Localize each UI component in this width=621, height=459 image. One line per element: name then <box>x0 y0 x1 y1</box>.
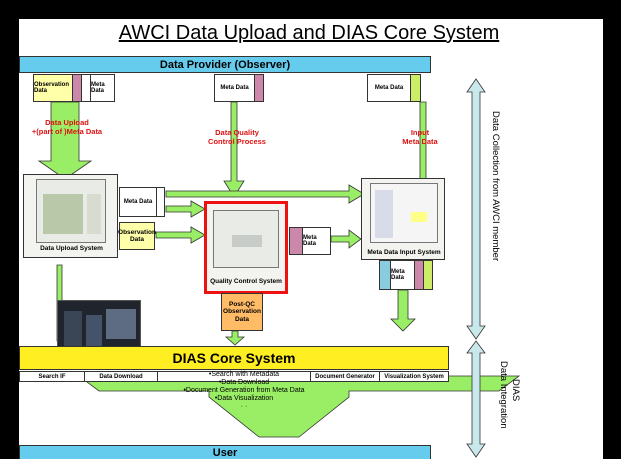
color-strip <box>380 261 391 289</box>
qc-input-arrow <box>223 101 245 198</box>
feature-item: •Data Visualization <box>214 395 274 403</box>
meta-data-box: Meta Data <box>120 188 157 216</box>
panel-thumbnail <box>87 194 101 234</box>
slide-canvas: AWCI Data Upload and DIAS Core System Da… <box>19 19 603 459</box>
highlight-thumbnail <box>411 212 427 222</box>
qc-to-meta-arrow <box>330 229 362 249</box>
data-upload-system: Data Upload System <box>23 174 118 258</box>
qc-label-line2: Control Process <box>208 137 266 146</box>
post-qc-box: Post-QC Observation Data <box>221 293 263 331</box>
color-strip <box>411 75 420 101</box>
quality-control-system: Quality Control System <box>204 201 288 294</box>
color-strip <box>82 75 91 101</box>
module-document-generator: Document Generator <box>311 372 380 381</box>
integration-side-label: Data Integration <box>498 361 509 429</box>
meta-data-input-system: Meta Data Input System <box>361 178 445 260</box>
color-strip <box>415 261 424 289</box>
meta-data-box: Meta Data <box>368 75 411 101</box>
top-right-box: Meta Data <box>367 74 421 102</box>
core-modules-row: Search IF Data Download Document Generat… <box>19 371 449 382</box>
dias-core-system: DIAS Core System <box>19 346 449 370</box>
upload-screenshot <box>36 179 106 243</box>
user-bar: User <box>19 445 431 459</box>
upload-to-meta-arrow <box>165 184 365 204</box>
meta-data-box: Meta Data <box>215 75 255 101</box>
meta-data-box: Meta Data <box>303 228 330 254</box>
core-feature-list: •Search with Metadata •Data Download •Do… <box>169 371 319 411</box>
qc-flow-label: Data Quality Control Process <box>197 128 277 146</box>
upload-system-label: Data Upload System <box>40 245 103 252</box>
meta-input-screenshot <box>370 183 438 243</box>
meta-to-qc-arrow <box>165 200 206 218</box>
upload-arrow <box>37 101 93 180</box>
meta-input-output-box: Meta Data <box>379 260 433 290</box>
feature-item: •Document Generation from Meta Data <box>183 387 305 395</box>
collection-double-arrow <box>466 78 486 340</box>
collection-side-label: Data Collection from AWCI member <box>490 111 501 262</box>
color-strip <box>255 75 263 101</box>
server-rack <box>86 315 102 353</box>
upload-observation-box: Observation Data <box>118 222 156 250</box>
server-rack <box>64 311 82 355</box>
upload-label-line1: Data Upload <box>45 118 89 127</box>
sidebar-thumbnail <box>375 190 393 238</box>
color-strip <box>157 188 164 216</box>
integration-double-arrow <box>466 340 486 458</box>
module-search-if: Search IF <box>20 372 85 381</box>
top-center-box: Meta Data <box>214 74 264 102</box>
dias-side-label: DIAS <box>510 379 521 402</box>
map-thumbnail <box>43 194 83 234</box>
qc-logo-thumbnail <box>232 235 262 247</box>
data-provider-bar: Data Provider (Observer) <box>19 56 431 73</box>
color-strip <box>290 228 303 254</box>
qc-label-line1: Data Quality <box>215 128 259 137</box>
upload-meta-box: Meta Data <box>119 187 165 217</box>
feature-item: •Data Download <box>218 379 270 387</box>
meta-input-label: Meta Data Input System <box>367 249 441 256</box>
core-to-user-arrow <box>77 375 521 438</box>
upload-flow-label: Data Upload +(part of )Meta Data <box>27 118 107 136</box>
slide-title: AWCI Data Upload and DIAS Core System <box>118 22 500 44</box>
meta-to-core-arrow <box>390 289 416 332</box>
color-strip <box>424 261 432 289</box>
module-data-download: Data Download <box>85 372 158 381</box>
qc-system-label: Quality Control System <box>210 278 282 285</box>
module-visualization-system: Visualization System <box>384 374 444 380</box>
feature-item: · · <box>240 403 248 411</box>
qc-meta-box: Meta Data <box>289 227 331 255</box>
color-strip <box>73 75 82 101</box>
postqc-arrow <box>224 330 246 346</box>
top-left-box: Observation Data Meta Data <box>33 74 115 102</box>
meta-data-box: Meta Data <box>91 75 114 101</box>
input-label-line2: Meta Data <box>402 137 438 146</box>
obs-to-qc-arrow <box>155 226 206 244</box>
qc-screenshot <box>213 210 279 268</box>
input-flow-label: Input Meta Data <box>392 128 448 146</box>
meta-data-box: Meta Data <box>391 261 415 289</box>
feature-item: •Search with Metadata <box>208 371 280 378</box>
upload-label-line2: +(part of )Meta Data <box>31 127 103 136</box>
module-gap <box>158 372 311 381</box>
input-label-line1: Input <box>410 128 430 137</box>
server-rack <box>106 309 136 339</box>
observation-data-box: Observation Data <box>34 75 73 101</box>
